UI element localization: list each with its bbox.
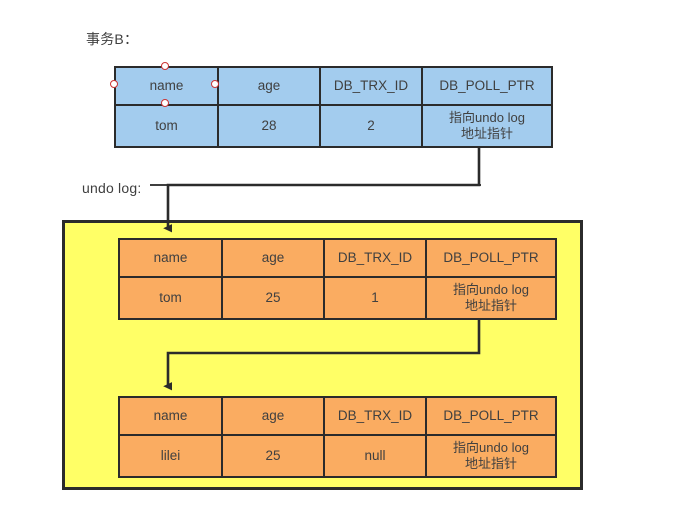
cell-name: tom [114,104,219,148]
header-cell-age: age [221,396,325,436]
pointer-text-line1: 指向undo log [453,439,529,455]
selection-handle-left[interactable] [110,80,118,88]
header-cell-name: name [118,238,223,278]
cell-db-trx-id: 1 [323,276,427,320]
header-cell-db-trx-id: DB_TRX_ID [323,238,427,278]
pointer-text-line1: 指向undo log [449,109,525,125]
table-row: name age DB_TRX_ID DB_POLL_PTR [118,238,557,278]
header-cell-db-poll-ptr: DB_POLL_PTR [425,396,557,436]
connector-current-to-undo1 [163,146,481,233]
transaction-b-label: 事务B： [86,31,139,47]
undo-record-2-table: name age DB_TRX_ID DB_POLL_PTR lilei 25 … [118,396,557,478]
selection-handle-right[interactable] [211,80,219,88]
cell-name: lilei [118,434,223,478]
cell-name: tom [118,276,223,320]
header-cell-db-trx-id: DB_TRX_ID [323,396,427,436]
pointer-text-line2: 地址指针 [464,298,517,313]
table-row: tom 25 1 指向undo log 地址指针 [118,276,557,320]
table-row: tom 28 2 指向undo log 地址指针 [114,104,553,148]
undo-log-label: undo log: [82,180,142,196]
table-row: name age DB_TRX_ID DB_POLL_PTR [114,66,553,106]
cell-db-poll-ptr: 指向undo log 地址指针 [421,104,553,148]
cell-db-poll-ptr: 指向undo log 地址指针 [425,276,557,320]
header-cell-name: name [118,396,223,436]
cell-db-poll-ptr: 指向undo log 地址指针 [425,434,557,478]
header-cell-age: age [217,66,321,106]
header-cell-db-poll-ptr: DB_POLL_PTR [421,66,553,106]
selection-handle-top[interactable] [161,62,169,70]
header-cell-db-trx-id: DB_TRX_ID [319,66,423,106]
cell-db-trx-id: 2 [319,104,423,148]
cell-age: 25 [221,276,325,320]
table-row: name age DB_TRX_ID DB_POLL_PTR [118,396,557,436]
header-cell-age: age [221,238,325,278]
selection-handle-bottom[interactable] [161,99,169,107]
table-row: lilei 25 null 指向undo log 地址指针 [118,434,557,478]
cell-age: 25 [221,434,325,478]
current-record-table: name age DB_TRX_ID DB_POLL_PTR tom 28 2 … [114,66,553,148]
pointer-text-line2: 地址指针 [464,456,517,471]
cell-age: 28 [217,104,321,148]
undo-record-1-table: name age DB_TRX_ID DB_POLL_PTR tom 25 1 … [118,238,557,320]
pointer-text-line1: 指向undo log [453,281,529,297]
pointer-text-line2: 地址指针 [460,126,513,141]
cell-db-trx-id: null [323,434,427,478]
header-cell-db-poll-ptr: DB_POLL_PTR [425,238,557,278]
